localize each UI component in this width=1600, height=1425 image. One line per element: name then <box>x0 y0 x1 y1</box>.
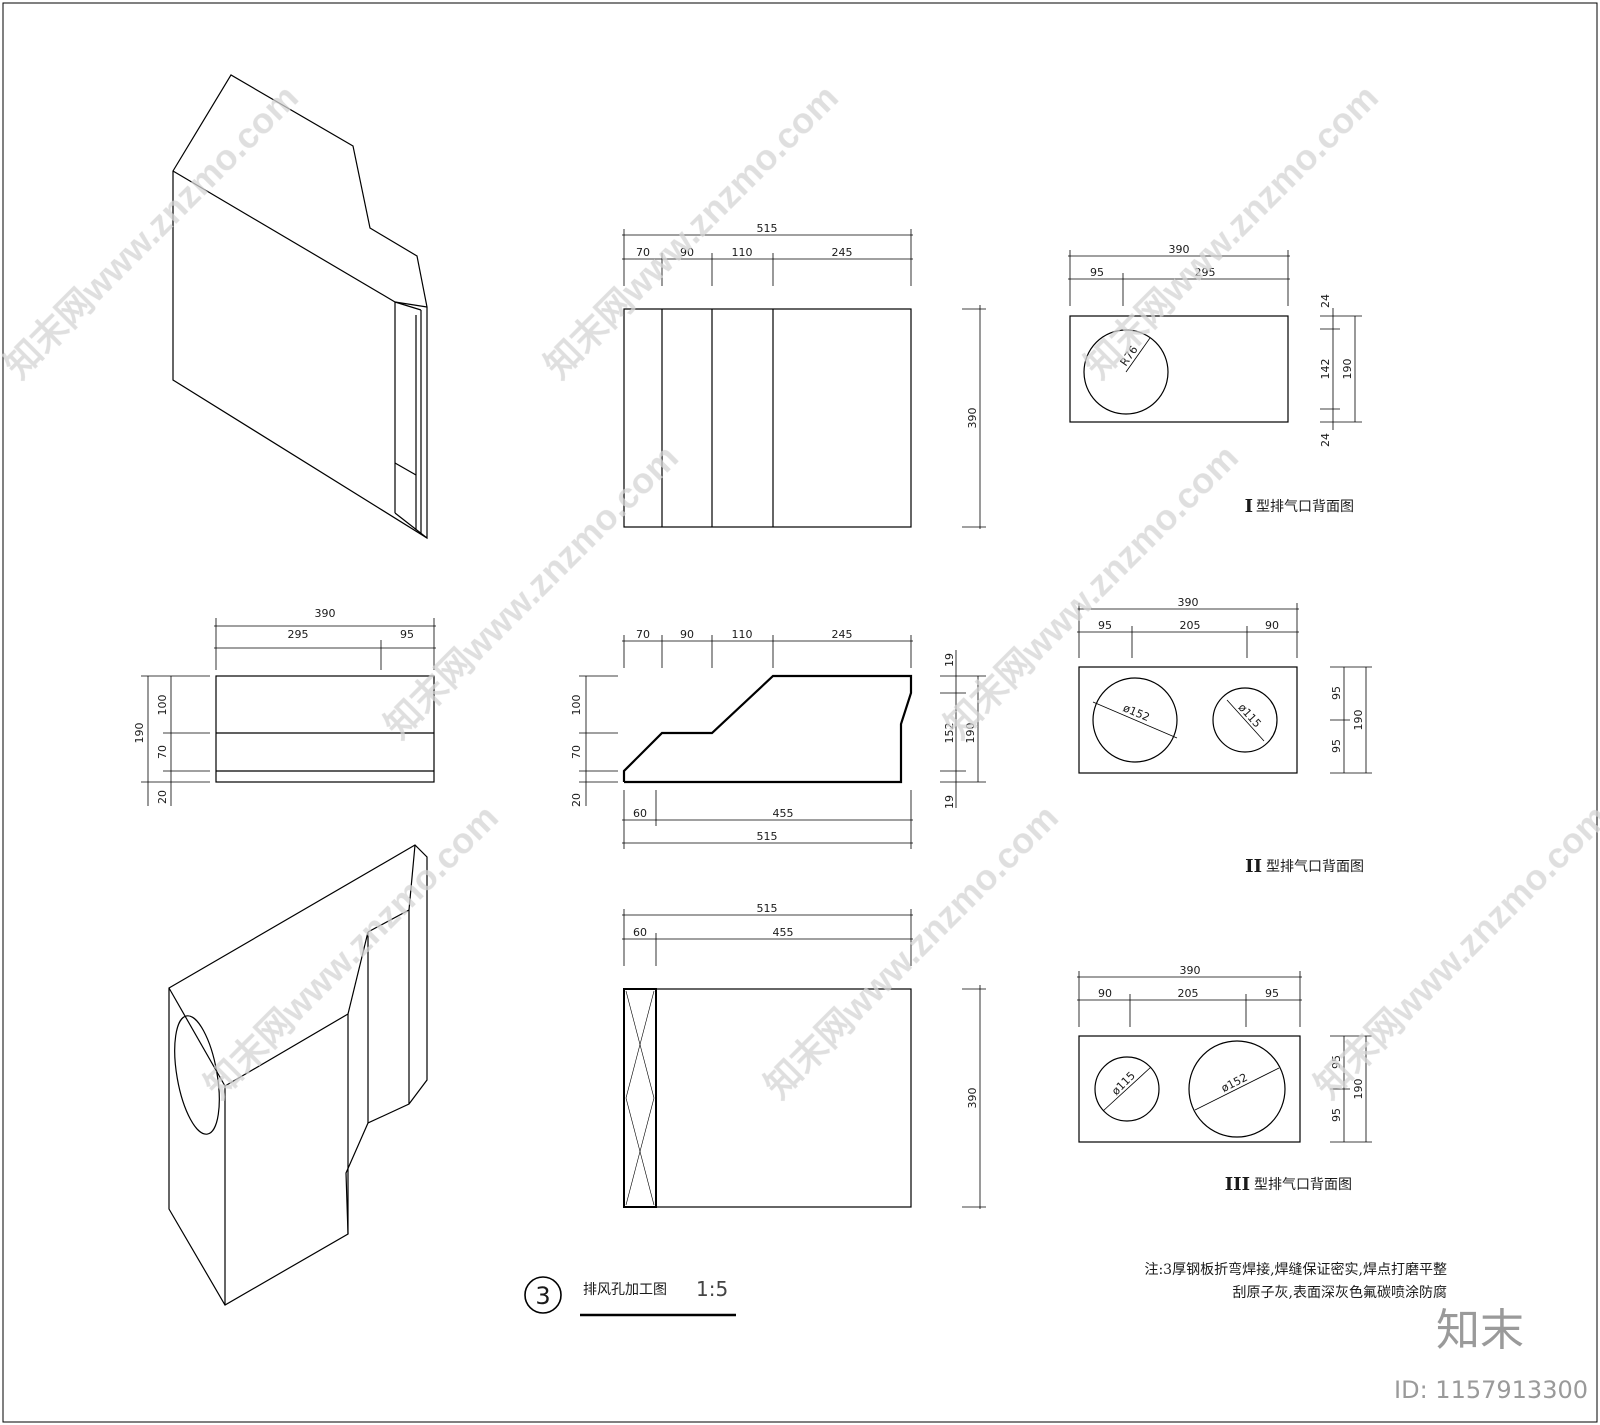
dim-label: 190 <box>1352 1079 1365 1100</box>
dim-label: 95 <box>1330 739 1343 753</box>
dim-label: ø115 <box>1235 701 1263 730</box>
title-name: 排风孔加工图 <box>583 1282 667 1298</box>
title-scale: 1:5 <box>696 1277 728 1301</box>
dim-label: 390 <box>1178 596 1199 609</box>
dim-label: 152 <box>943 723 956 744</box>
dim-label: 19 <box>943 795 956 809</box>
dim-label: 60 <box>633 807 647 820</box>
dim-label: 70 <box>636 628 650 641</box>
note-line-2: 刮原子灰,表面深灰色氟碳喷涂防腐 <box>1233 1284 1447 1301</box>
dim-label: 24 <box>1319 294 1332 308</box>
dim-label: 95 <box>1265 987 1279 1000</box>
dim-label: 20 <box>570 793 583 807</box>
dim-label: 70 <box>156 745 169 759</box>
top-view: 515 70 90 110 245 390 <box>622 222 986 529</box>
dim-label: 390 <box>315 607 336 620</box>
watermark-text: 知末网www.znzmo.com <box>1306 796 1600 1105</box>
dim-label: 245 <box>832 628 853 641</box>
dim-label: 190 <box>1341 359 1354 380</box>
profile-view: 70 90 110 245 60 455 515 100 70 20 19 15… <box>570 628 986 849</box>
dim-label: 70 <box>570 745 583 759</box>
dim-label: 205 <box>1180 619 1201 632</box>
watermark-text: 知末网www.znzmo.com <box>536 76 845 385</box>
type1-caption: 型排气口背面图 <box>1256 499 1354 515</box>
bottom-view: 515 60 455 390 <box>622 902 986 1209</box>
dim-label: 20 <box>156 790 169 804</box>
dim-label: 205 <box>1178 987 1199 1000</box>
dim-label: 142 <box>1319 359 1332 380</box>
watermark-text: 知末网www.znzmo.com <box>936 436 1245 745</box>
dim-label: 190 <box>1352 710 1365 731</box>
type1-back-view: 390 95 295 R76 24 142 190 24 I 型排气口背面图 <box>1068 243 1362 517</box>
dim-label: 90 <box>680 628 694 641</box>
watermark-layer: 知末网www.znzmo.com 知末网www.znzmo.com 知末网www… <box>0 76 1600 1105</box>
dim-label: 19 <box>943 653 956 667</box>
type3-caption: 型排气口背面图 <box>1254 1177 1352 1193</box>
dim-label: ø115 <box>1109 1069 1138 1098</box>
dim-label: 390 <box>1180 964 1201 977</box>
dim-label: 515 <box>757 222 778 235</box>
dim-label: 90 <box>1265 619 1279 632</box>
dim-label: 390 <box>1169 243 1190 256</box>
note-line-1: 注:3厚钢板折弯焊接,焊缝保证密实,焊点打磨平整 <box>1144 1261 1447 1278</box>
dim-label: ø152 <box>1219 1071 1250 1095</box>
dim-label: 455 <box>773 926 794 939</box>
type3-caption-number: III <box>1225 1174 1250 1195</box>
dim-label: 190 <box>964 723 977 744</box>
watermark-text: 知末网www.znzmo.com <box>376 436 685 745</box>
brand-logo: 知末 <box>1436 1305 1524 1356</box>
watermark-text: 知末网www.znzmo.com <box>1076 76 1385 385</box>
dim-label: 90 <box>1098 987 1112 1000</box>
type1-caption-number: I <box>1245 496 1253 517</box>
dim-label: 95 <box>400 628 414 641</box>
dim-label: 515 <box>757 830 778 843</box>
dim-label: 100 <box>156 695 169 716</box>
dim-label: 95 <box>1330 1108 1343 1122</box>
dim-label: 390 <box>966 1088 979 1109</box>
brand-id: ID: 1157913300 <box>1394 1376 1588 1404</box>
isometric-view-top <box>172 74 428 540</box>
dim-label: 295 <box>1195 266 1216 279</box>
dim-label: 95 <box>1330 686 1343 700</box>
type2-caption: 型排气口背面图 <box>1266 859 1364 875</box>
title-number-circle <box>524 1276 562 1314</box>
dim-label: 390 <box>966 408 979 429</box>
dim-label: 90 <box>680 246 694 259</box>
dim-label: 60 <box>633 926 647 939</box>
dim-label: 110 <box>732 246 753 259</box>
isometric-view-bottom <box>168 844 428 1306</box>
dim-label: 95 <box>1090 266 1104 279</box>
watermark-text: 知末网www.znzmo.com <box>0 76 306 385</box>
brand-watermark: 知末 ID: 1157913300 <box>1394 1305 1588 1404</box>
dim-label: 70 <box>636 246 650 259</box>
dim-label: 110 <box>732 628 753 641</box>
dim-label: 515 <box>757 902 778 915</box>
dim-label: 100 <box>570 695 583 716</box>
dim-label: 455 <box>773 807 794 820</box>
drawing-title: 3 排风孔加工图 1:5 <box>524 1276 736 1317</box>
dim-label: 190 <box>133 723 146 744</box>
dim-label: 24 <box>1319 433 1332 447</box>
dim-label: 245 <box>832 246 853 259</box>
dim-label: 95 <box>1330 1055 1343 1069</box>
side-view: 390 295 95 190 100 70 20 <box>133 607 436 806</box>
fabrication-note: 注:3厚钢板折弯焊接,焊缝保证密实,焊点打磨平整 刮原子灰,表面深灰色氟碳喷涂防… <box>1144 1261 1447 1301</box>
type2-caption-number: II <box>1245 856 1262 877</box>
type2-back-view: 390 95 205 90 ø152 ø115 95 95 190 II 型排气… <box>1077 596 1372 877</box>
title-number: 3 <box>535 1282 550 1310</box>
dim-label: 295 <box>288 628 309 641</box>
watermark-text: 知末网www.znzmo.com <box>196 796 505 1105</box>
dim-label: 95 <box>1098 619 1112 632</box>
